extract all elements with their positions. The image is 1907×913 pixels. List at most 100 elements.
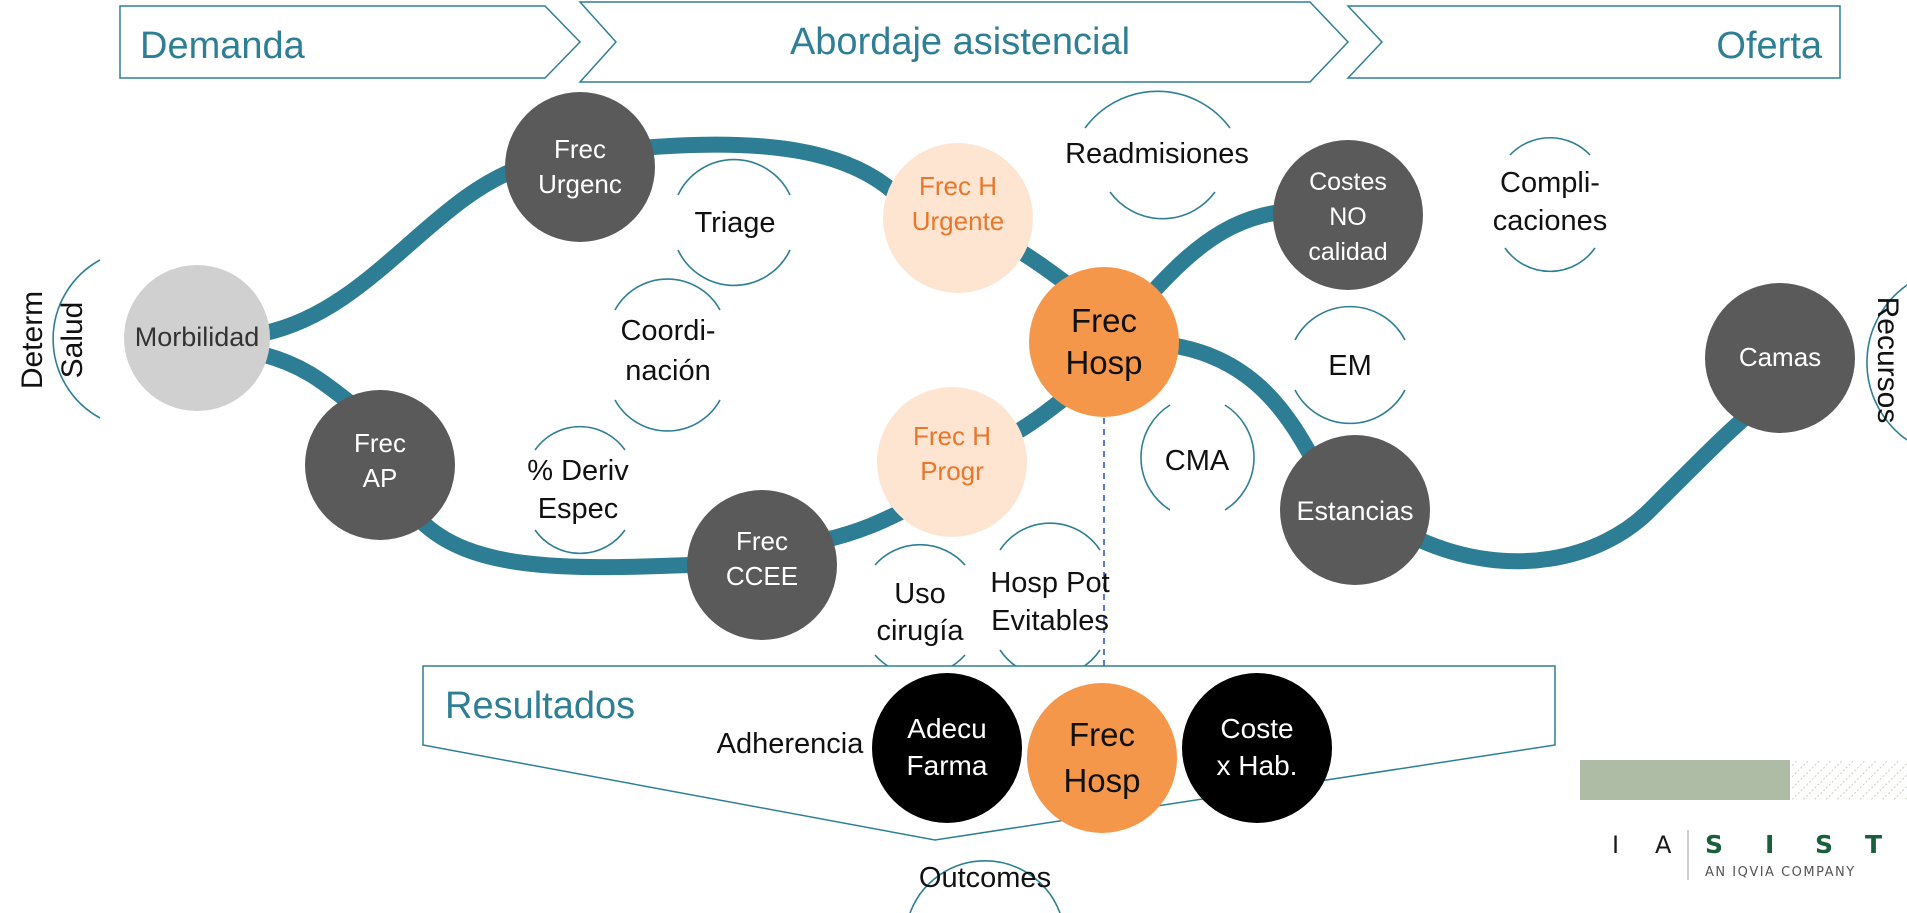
free-labels: Triage Coordi- nación % Deriv Espec Read… (527, 138, 1607, 760)
road-ap-ccee (412, 512, 698, 576)
uso-cirugia-arc-top (874, 543, 966, 566)
recursos-arc (1866, 284, 1907, 441)
node-frec-h-progr-line1: Frec H (913, 421, 991, 451)
road-morbilidad-urgenc (257, 160, 528, 341)
label-coordinacion-line1: Coordi- (620, 315, 715, 347)
node-frec-h-urgente-line1: Frec H (919, 171, 997, 201)
node-resultados-frec-hosp (1027, 683, 1177, 833)
outcomes-arc (909, 860, 1061, 913)
node-coste-x-hab-line2: x Hab. (1217, 750, 1298, 781)
logo-hatched-bar (1792, 760, 1907, 800)
node-costes-line2: NO (1329, 203, 1367, 231)
node-res-frec-hosp-line1: Frec (1069, 716, 1135, 753)
node-frec-ccee-line1: Frec (736, 526, 788, 556)
label-deriv-line2: Espec (538, 493, 619, 525)
determ-label: Determ (16, 291, 49, 389)
demanda-arrow-shape (119, 5, 582, 79)
road-ccee-hprogr (817, 502, 913, 548)
node-frec-ap-line1: Frec (354, 428, 406, 458)
complicaciones-arc-bottom (1504, 247, 1596, 273)
em-arc-bottom (1294, 389, 1406, 425)
node-costes-no-calidad (1273, 140, 1423, 290)
label-cma: CMA (1165, 445, 1230, 477)
logo-letter-i2: I (1765, 830, 1774, 859)
recursos-group: Recursos (1866, 284, 1907, 441)
node-frec-hosp (1029, 267, 1179, 417)
node-frec-h-progr-line2: Progr (920, 456, 984, 486)
node-frec-h-progr (877, 387, 1027, 537)
node-frec-urgenc (505, 92, 655, 242)
label-hosp-pot-line1: Hosp Pot (990, 567, 1109, 599)
logo-tagline: AN IQVIA COMPANY (1705, 865, 1856, 880)
node-camas-label: Camas (1739, 342, 1821, 372)
node-frec-h-urgente-line2: Urgente (912, 206, 1005, 236)
header-abordaje-asistencial: Abordaje asistencial (790, 21, 1130, 63)
resultados-nodes: Adecu Farma Frec Hosp Coste x Hab. (872, 673, 1332, 833)
logo-letter-t: T (1865, 830, 1882, 859)
abordaje-arrow-shape (578, 1, 1350, 83)
node-frec-ap (305, 390, 455, 540)
logo-letter-s1: S (1705, 830, 1723, 859)
node-frec-urgenc-line2: Urgenc (538, 169, 622, 199)
oferta-arrow-shape (1346, 5, 1841, 79)
node-costes-line3: calidad (1308, 238, 1387, 266)
road-urgenc-hurgente (632, 136, 908, 206)
label-deriv-line1: % Deriv (527, 455, 629, 487)
node-morbilidad-label: Morbilidad (135, 322, 260, 352)
resultados-title: Resultados (445, 685, 635, 727)
header-oferta: Oferta (1716, 25, 1822, 67)
node-camas (1705, 283, 1855, 433)
label-triage: Triage (694, 207, 775, 239)
hosp-pot-arc-top (999, 522, 1101, 551)
node-frec-hosp-line2: Hosp (1065, 344, 1142, 381)
label-uso-line1: Uso (894, 578, 946, 610)
deriv-arc-bottom (534, 529, 626, 555)
label-adherencia: Adherencia (717, 728, 865, 760)
node-adecu-farma-line2: Farma (907, 750, 988, 781)
determ-salud-group: Determ Salud (16, 259, 101, 419)
node-frec-ap-line2: AP (363, 463, 398, 493)
label-em: EM (1328, 350, 1372, 382)
node-frec-h-urgente (883, 143, 1033, 293)
node-estancias-label: Estancias (1296, 496, 1413, 526)
em-arc-top (1294, 305, 1406, 341)
nodes: Morbilidad Frec Urgenc Frec AP Frec CCEE… (124, 92, 1855, 640)
node-frec-hosp-line1: Frec (1071, 302, 1137, 339)
node-frec-urgenc-line1: Frec (554, 134, 606, 164)
node-frec-ccee (687, 490, 837, 640)
coordinacion-arc-bottom (614, 399, 721, 432)
node-coste-x-hab-line1: Coste (1220, 713, 1293, 744)
road-estancias-camas (1412, 402, 1763, 570)
cma-arc-right (1224, 404, 1255, 511)
cma-arc-left (1140, 404, 1171, 511)
coordinacion-arc-top (614, 278, 721, 311)
readmisiones-arc-top (1084, 90, 1231, 129)
header-banner: Demanda Abordaje asistencial Oferta (119, 1, 1841, 83)
node-res-frec-hosp-line2: Hosp (1063, 762, 1140, 799)
node-coste-x-hab (1182, 673, 1332, 823)
logo-letter-a: A (1655, 831, 1672, 859)
node-adecu-farma (872, 673, 1022, 823)
complicaciones-arc-top (1509, 137, 1591, 156)
node-adecu-farma-line1: Adecu (907, 713, 986, 744)
node-estancias (1280, 435, 1430, 585)
label-complicaciones-line2: caciones (1493, 205, 1607, 237)
label-coordinacion-line2: nación (625, 355, 710, 387)
iasist-logo: I A S I S T AN IQVIA COMPANY (1580, 760, 1907, 880)
recursos-label: Recursos (1871, 297, 1904, 424)
dashed-arrow-hosp-to-resultados (1096, 418, 1112, 682)
label-readmisiones: Readmisiones (1065, 138, 1249, 170)
outcomes-label: Outcomes (919, 862, 1051, 894)
node-morbilidad (124, 265, 270, 411)
triage-arc-bottom (677, 249, 791, 287)
logo-letter-i: I (1612, 831, 1619, 859)
node-costes-line1: Costes (1309, 168, 1387, 196)
logo-letter-s2: S (1815, 830, 1833, 859)
deriv-arc-top (534, 425, 626, 451)
header-demanda: Demanda (140, 25, 306, 67)
salud-label: Salud (56, 302, 89, 379)
triage-arc-top (677, 158, 791, 196)
label-cirugia-line2: cirugía (876, 615, 964, 647)
label-complicaciones-line1: Compli- (1500, 167, 1600, 199)
